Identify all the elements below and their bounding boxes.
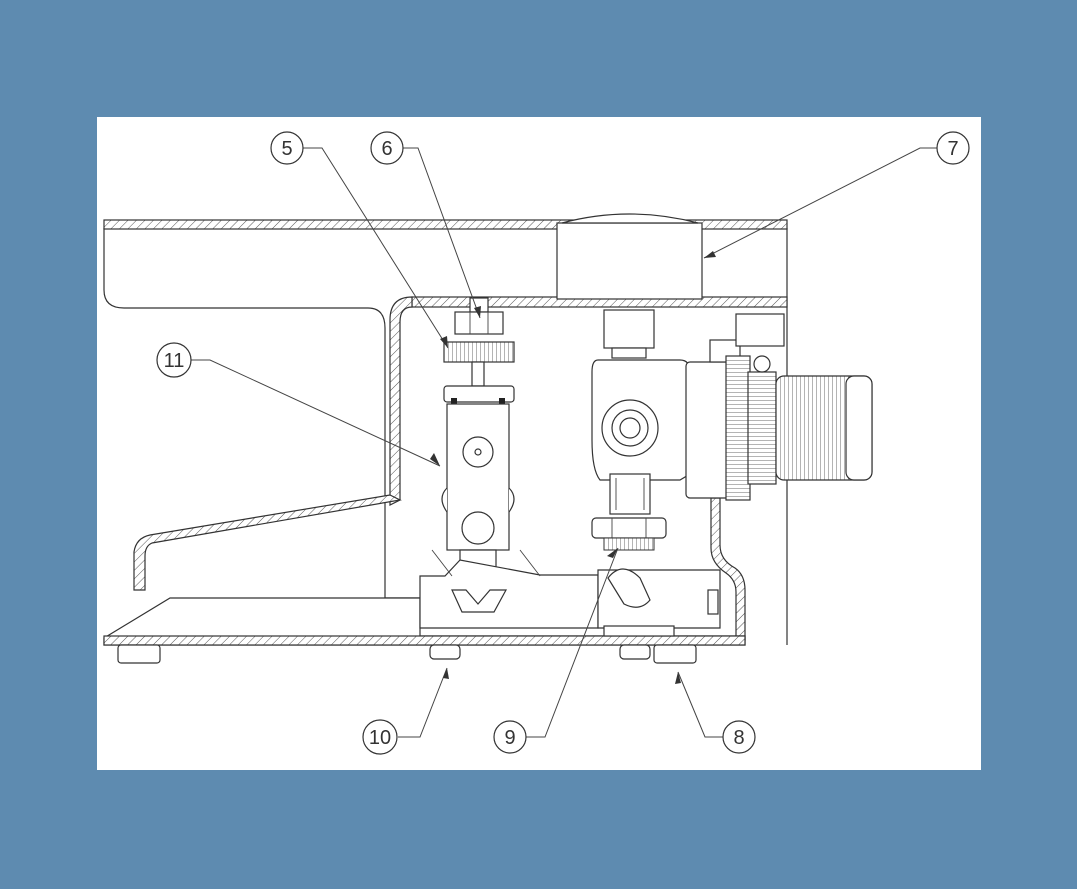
leader-lines <box>190 147 937 738</box>
callout-6: 6 <box>370 131 404 165</box>
top-cap-part-7 <box>556 213 703 300</box>
base-fixture <box>419 549 721 637</box>
callout-label-5: 5 <box>281 138 292 160</box>
callout-label-8: 8 <box>733 727 744 749</box>
callout-11: 11 <box>156 342 192 378</box>
feet <box>117 644 697 664</box>
callout-10: 10 <box>362 719 398 755</box>
callout-label-10: 10 <box>369 727 391 749</box>
callout-9: 9 <box>493 720 527 754</box>
valve-assembly <box>591 309 873 551</box>
probe-assembly <box>441 297 515 595</box>
arrowheads <box>430 251 716 684</box>
callout-label-11: 11 <box>164 350 185 372</box>
callout-label-6: 6 <box>381 138 392 160</box>
callout-label-9: 9 <box>504 727 515 749</box>
callout-label-7: 7 <box>947 138 958 160</box>
drawing-panel: 5 6 7 8 9 10 11 <box>97 117 981 770</box>
callout-8: 8 <box>722 720 756 754</box>
callout-7: 7 <box>936 131 970 165</box>
callout-5: 5 <box>270 131 304 165</box>
